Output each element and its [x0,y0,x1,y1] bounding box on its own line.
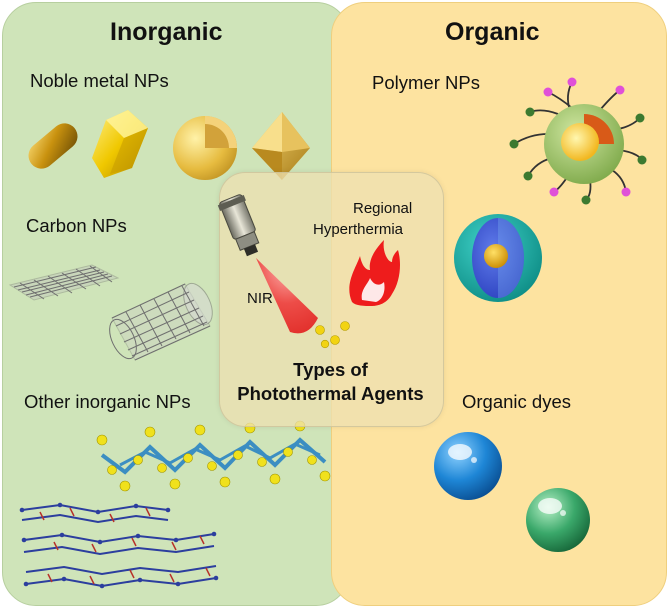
regional-label-line1: Regional [353,200,412,217]
laser-device-icon [217,193,265,259]
center-title-line1: Types of [219,358,442,381]
nir-label: NIR [247,290,273,307]
gold-particles-icon [316,322,350,348]
hyperthermia-label-line2: Hyperthermia [313,221,403,238]
flame-icon [349,240,400,306]
center-title-line2: Photothermal Agents [219,382,442,405]
